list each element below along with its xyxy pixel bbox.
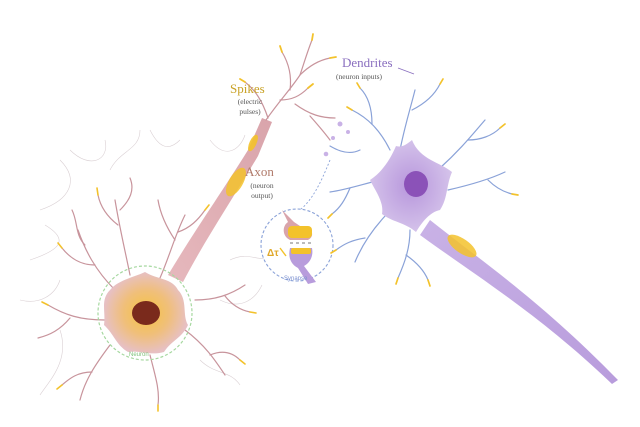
right-neuron-dendrite-tips bbox=[327, 78, 519, 287]
left-neuron-nucleus bbox=[132, 301, 160, 325]
right-axon-spike bbox=[447, 234, 477, 258]
synapse-connector bbox=[299, 159, 331, 211]
spikes-label: Spikes bbox=[230, 81, 265, 96]
right-neuron-nucleus bbox=[404, 171, 428, 197]
neuron-highlight-ring bbox=[97, 265, 193, 361]
axon-spike-1 bbox=[225, 167, 247, 197]
delta-t-arrow bbox=[279, 247, 287, 257]
synapse-vesicle-dots bbox=[323, 121, 350, 157]
dendrites-pointer-arrow bbox=[397, 67, 415, 75]
dendrites-label: Dendrites bbox=[342, 55, 393, 70]
delta-t-label: Δτ bbox=[267, 248, 279, 259]
left-axon bbox=[168, 118, 272, 282]
left-neuron-dendrite-tips bbox=[41, 187, 257, 412]
dendrites-sublabel: (neuron inputs) bbox=[336, 72, 383, 81]
axon-label: Axon bbox=[245, 164, 274, 179]
postsynaptic-terminal bbox=[289, 248, 316, 284]
synapse-label: Synapse bbox=[284, 276, 308, 282]
spikes-sublabel-line2: pulses) bbox=[239, 107, 261, 116]
synapse-inset bbox=[260, 208, 334, 282]
axon-terminal-branches bbox=[244, 39, 336, 141]
axon-terminal-spikes bbox=[239, 33, 337, 89]
axon-spike-2 bbox=[248, 134, 258, 152]
axon-sublabel-line1: (neuron bbox=[250, 181, 274, 190]
postsynaptic-density bbox=[291, 248, 311, 254]
right-axon bbox=[420, 220, 618, 384]
neuron-label: Neuron bbox=[129, 352, 149, 358]
spikes-sublabel-line1: (electric bbox=[237, 97, 263, 106]
axon-sublabel-line2: output) bbox=[251, 191, 273, 200]
presynaptic-bouton bbox=[288, 226, 312, 238]
left-neuron-dendrites bbox=[37, 177, 251, 406]
background-fibers bbox=[19, 129, 276, 396]
